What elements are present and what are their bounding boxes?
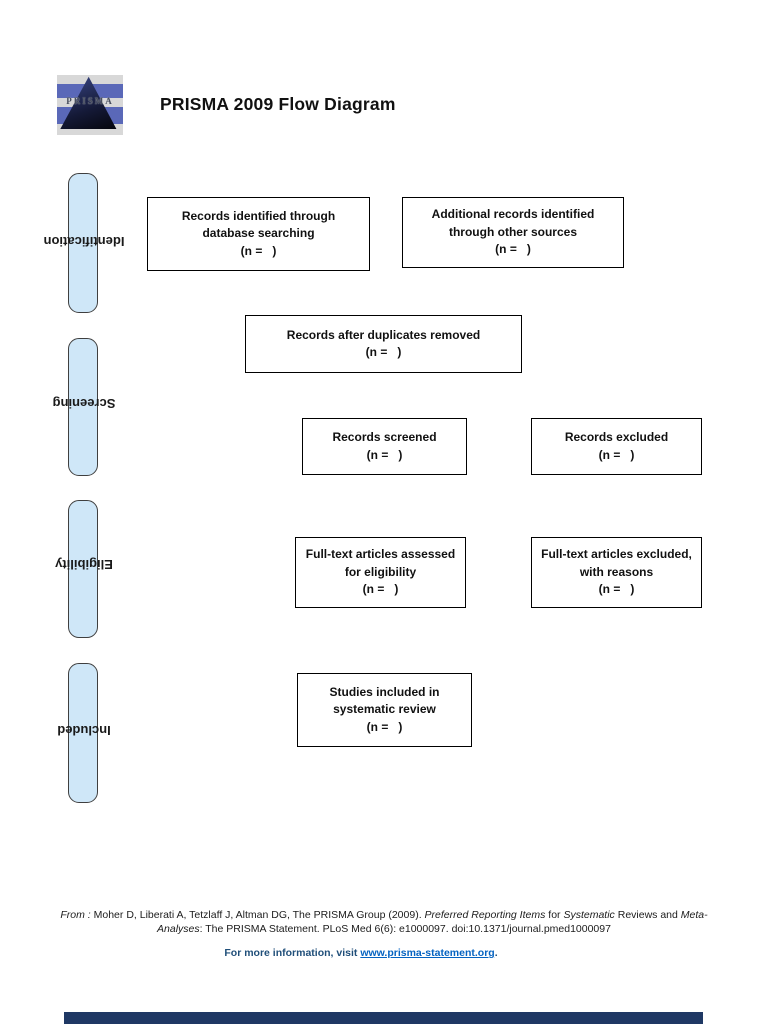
box-fulltext-assessed: Full-text articles assessed for eligibil… bbox=[295, 537, 466, 608]
prisma-logo: PRISMA bbox=[57, 75, 123, 135]
more-info-text: For more information, visit bbox=[224, 947, 361, 959]
more-info-line: For more information, visit www.prisma-s… bbox=[0, 947, 722, 959]
stage-label-eligibility: Eligibility bbox=[55, 557, 113, 572]
box-records-screened: Records screened (n = ) bbox=[302, 418, 467, 475]
box-n-value: (n = ) bbox=[598, 447, 635, 462]
box-text-line: Full-text articles assessed bbox=[305, 547, 456, 562]
stage-bar-eligibility bbox=[68, 500, 98, 638]
prisma-statement-link[interactable]: www.prisma-statement.org bbox=[360, 947, 495, 959]
box-text-line: Records screened bbox=[332, 430, 437, 445]
page-title: PRISMA 2009 Flow Diagram bbox=[160, 94, 396, 114]
box-text-line: Studies included in bbox=[329, 684, 440, 699]
box-text-line: Records identified through bbox=[181, 208, 336, 223]
box-additional-records: Additional records identified through ot… bbox=[402, 197, 624, 268]
box-text-line: Records after duplicates removed bbox=[286, 327, 481, 342]
box-fulltext-excluded: Full-text articles excluded, with reason… bbox=[531, 537, 702, 608]
stage-label-included: Included bbox=[57, 723, 111, 738]
box-n-value: (n = ) bbox=[362, 582, 399, 597]
box-n-value: (n = ) bbox=[365, 345, 402, 359]
box-studies-included: Studies included in systematic review (n… bbox=[297, 673, 472, 747]
more-info-period: . bbox=[494, 947, 498, 959]
box-text-line: with reasons bbox=[579, 564, 654, 579]
box-n-value: (n = ) bbox=[240, 243, 277, 258]
page-edge-bar bbox=[64, 1012, 703, 1024]
box-n-value: (n = ) bbox=[366, 447, 403, 462]
box-text-line: Records excluded bbox=[564, 430, 669, 445]
box-n-value: (n = ) bbox=[495, 242, 531, 257]
box-duplicates-removed: Records after duplicates removed (n = ) bbox=[245, 315, 522, 373]
citation-line-2: Analyses: The PRISMA Statement. PLoS Med… bbox=[157, 923, 611, 936]
box-text-line: systematic review bbox=[333, 702, 436, 717]
box-text-line: database searching bbox=[202, 226, 315, 241]
box-n-value: (n = ) bbox=[598, 582, 635, 597]
box-records-excluded: Records excluded (n = ) bbox=[531, 418, 702, 475]
box-text-line: for eligibility bbox=[344, 564, 417, 579]
stage-bar-screening bbox=[68, 338, 98, 476]
stage-bar-included bbox=[68, 663, 98, 803]
box-text-line: through other sources bbox=[448, 224, 577, 239]
box-text-line: Additional records identified bbox=[431, 207, 595, 222]
stage-label-identification: Identification bbox=[43, 234, 125, 249]
logo-wordmark: PRISMA bbox=[66, 96, 114, 106]
citation-line-1: From : Moher D, Liberati A, Tetzlaff J, … bbox=[60, 909, 708, 921]
citation: From : Moher D, Liberati A, Tetzlaff J, … bbox=[0, 908, 768, 936]
box-records-identified: Records identified through database sear… bbox=[147, 197, 370, 271]
stage-label-screening: Screening bbox=[52, 396, 116, 411]
box-text-line: Full-text articles excluded, bbox=[541, 547, 692, 562]
box-n-value: (n = ) bbox=[366, 719, 403, 734]
stage-bar-identification bbox=[68, 173, 98, 313]
